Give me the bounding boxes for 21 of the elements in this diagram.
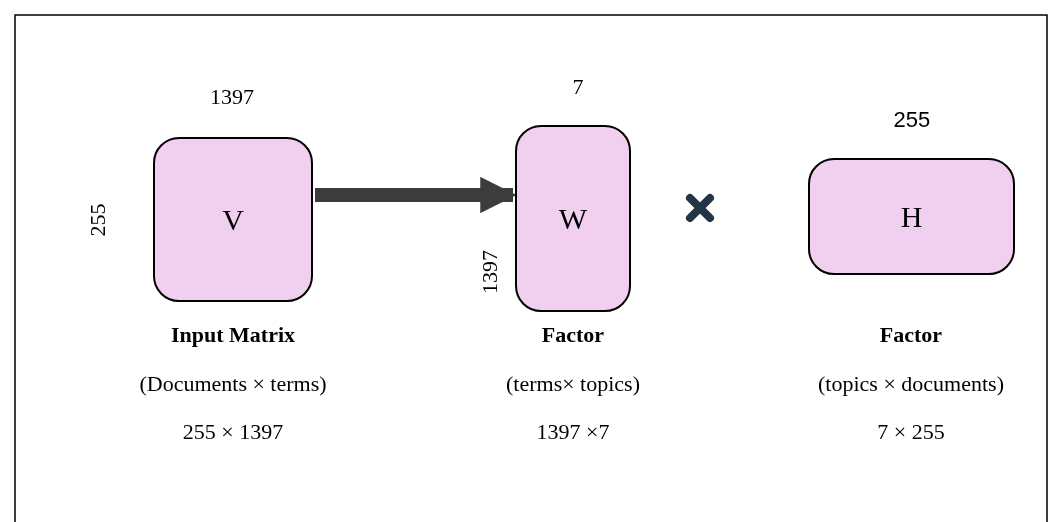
matrix-size: 1397 ×7 xyxy=(535,419,611,445)
matrix-name: V xyxy=(222,202,244,237)
arrow xyxy=(315,176,517,214)
dimension-label: 7 xyxy=(572,74,584,100)
matrix-name: H xyxy=(900,199,923,234)
matrix-description: (terms× topics) xyxy=(505,371,641,397)
matrix-size: 7 × 255 xyxy=(876,419,946,445)
dimension-label: 1397 xyxy=(210,84,254,110)
matrix-description: (topics × documents) xyxy=(817,371,1005,397)
matrix-title: Factor xyxy=(878,322,944,348)
dimension-label: 255 xyxy=(84,203,110,237)
matrix-title: Input Matrix xyxy=(169,322,297,348)
matrix-description: (Documents × terms) xyxy=(138,371,328,397)
matrix-box xyxy=(808,158,1015,275)
dimension-label: 255 xyxy=(893,107,931,133)
matrix-name: W xyxy=(558,201,588,236)
matrix-title: Factor xyxy=(540,322,606,348)
dimension-label: 1397 xyxy=(477,250,503,294)
matrix-box xyxy=(515,125,631,312)
matrix-size: 255 × 1397 xyxy=(181,419,285,445)
matrix-box xyxy=(153,137,313,302)
